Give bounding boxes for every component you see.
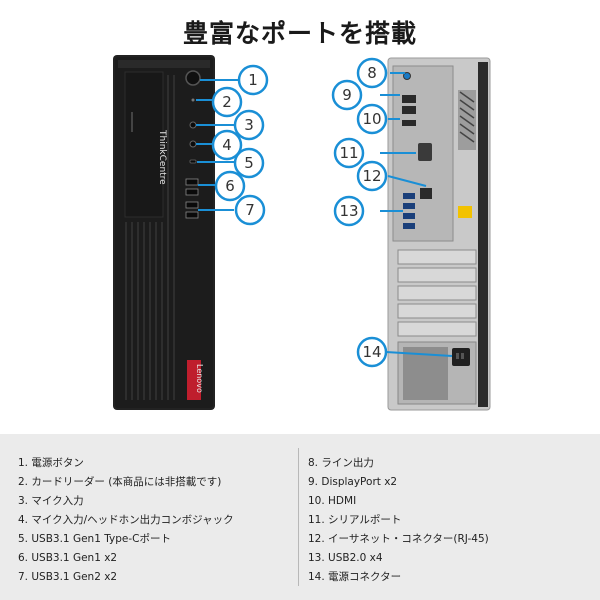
svg-text:12: 12 <box>362 167 381 185</box>
legend-item-9: 9. DisplayPort x2 <box>308 476 398 488</box>
svg-text:5: 5 <box>244 154 254 172</box>
usb-port-icon <box>185 188 199 196</box>
svg-text:8: 8 <box>367 64 377 82</box>
legend-item-8: 8. ライン出力 <box>308 457 374 469</box>
callout-14: 14 <box>356 336 388 368</box>
combo-jack-icon <box>189 140 197 148</box>
legend-item-4: 4. マイク入力/ヘッドホン出力コンボジャック <box>18 514 234 526</box>
svg-text:7: 7 <box>245 201 255 219</box>
top-vent <box>458 90 476 150</box>
usb2-port-icon <box>403 223 415 229</box>
callout-2: 2 <box>211 86 243 118</box>
page-title: 豊富なポートを搭載 <box>182 19 417 48</box>
legend-item-6: 6. USB3.1 Gen1 x2 <box>18 552 118 564</box>
pc-front-view: ThinkCentre Lenovo <box>113 55 215 410</box>
usb2-port-icon <box>403 203 415 209</box>
hdmi-port-icon <box>402 120 416 126</box>
legend-item-14: 14. 電源コネクター <box>308 571 402 583</box>
legend-item-10: 10. HDMI <box>308 495 357 507</box>
displayport-icon <box>402 95 416 103</box>
port-legend: 1. 電源ボタン 2. カードリーダー (本商品には非搭載です) 3. マイク入… <box>0 434 600 600</box>
serial-port-icon <box>418 143 432 161</box>
callout-1: 1 <box>237 64 269 96</box>
power-button-icon <box>185 70 201 86</box>
callout-6: 6 <box>214 170 246 202</box>
svg-text:9: 9 <box>342 86 352 104</box>
legend-divider <box>298 448 299 586</box>
usb2-port-icon <box>403 193 415 199</box>
usb-port-icon <box>185 201 199 209</box>
svg-text:4: 4 <box>222 136 232 154</box>
svg-text:14: 14 <box>362 343 381 361</box>
callout-4: 4 <box>211 129 243 161</box>
legend-left-column: 1. 電源ボタン 2. カードリーダー (本商品には非搭載です) 3. マイク入… <box>18 454 234 587</box>
card-reader-slot <box>191 98 195 102</box>
callout-11: 11 <box>333 137 365 169</box>
optical-drive-bay <box>124 71 164 218</box>
usb-c-port-icon <box>189 159 197 164</box>
expansion-slots <box>397 249 477 337</box>
ports-illustration: ThinkCentre Lenovo <box>113 55 491 411</box>
brand-thinkcentre: ThinkCentre <box>157 129 167 185</box>
mic-jack-icon <box>189 121 197 129</box>
legend-item-7: 7. USB3.1 Gen2 x2 <box>18 571 118 583</box>
legend-item-5: 5. USB3.1 Gen1 Type-Cポート <box>18 533 171 545</box>
ethernet-port-icon <box>420 188 432 199</box>
callout-10: 10 <box>356 103 388 135</box>
usb2-port-icon <box>403 213 415 219</box>
svg-text:3: 3 <box>244 116 254 134</box>
callout-12: 12 <box>356 160 388 192</box>
displayport-icon <box>402 106 416 114</box>
svg-text:1: 1 <box>248 71 258 89</box>
legend-item-3: 3. マイク入力 <box>18 495 84 507</box>
svg-text:11: 11 <box>339 144 358 162</box>
pc-back-view <box>387 57 491 411</box>
usb-port-icon <box>185 211 199 219</box>
legend-item-12: 12. イーサネット・コネクター(RJ-45) <box>308 533 489 545</box>
lenovo-logo <box>187 360 201 400</box>
warning-label <box>458 206 472 218</box>
legend-item-1: 1. 電源ボタン <box>18 457 84 469</box>
svg-text:10: 10 <box>362 110 381 128</box>
svg-text:2: 2 <box>222 93 232 111</box>
legend-item-2: 2. カードリーダー (本商品には非搭載です) <box>18 476 222 488</box>
legend-item-11: 11. シリアルポート <box>308 514 402 526</box>
legend-right-column: 8. ライン出力 9. DisplayPort x2 10. HDMI 11. … <box>308 454 489 587</box>
svg-text:13: 13 <box>339 202 358 220</box>
callout-5: 5 <box>233 147 265 179</box>
callout-13: 13 <box>333 195 365 227</box>
svg-text:Lenovo: Lenovo <box>195 364 204 393</box>
front-grill <box>125 75 175 400</box>
usb-port-icon <box>185 178 199 186</box>
callout-lines <box>196 72 453 357</box>
callout-9: 9 <box>331 79 363 111</box>
svg-text:6: 6 <box>225 177 235 195</box>
line-out-jack-icon <box>403 72 411 80</box>
legend-item-13: 13. USB2.0 x4 <box>308 552 383 564</box>
callout-7: 7 <box>234 194 266 226</box>
callout-3: 3 <box>233 109 265 141</box>
callout-8: 8 <box>356 57 388 89</box>
